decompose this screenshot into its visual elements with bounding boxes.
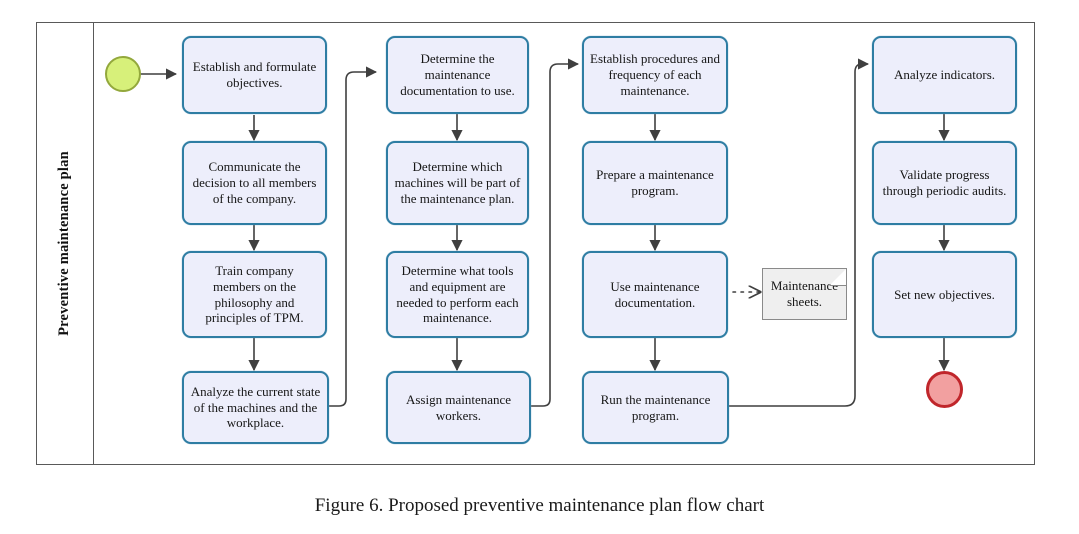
task-establish-objectives[interactable]: Establish and formulate objectives. [182, 36, 327, 114]
end-event[interactable] [926, 371, 963, 408]
data-object-maintenance-sheets[interactable]: Maintenance sheets. [762, 268, 847, 320]
task-assign-workers[interactable]: Assign maintenance workers. [386, 371, 531, 444]
figure-caption: Figure 6. Proposed preventive maintenanc… [0, 495, 1079, 517]
task-determine-machines[interactable]: Determine which machines will be part of… [386, 141, 529, 225]
task-determine-documentation[interactable]: Determine the maintenance documentation … [386, 36, 529, 114]
task-label: Train company members on the philosophy … [205, 262, 304, 326]
figure-caption-text: Figure 6. Proposed preventive maintenanc… [314, 495, 765, 516]
task-set-new-objectives[interactable]: Set new objectives. [872, 251, 1017, 338]
task-label: Use maintenance documentation. [610, 278, 700, 310]
task-label: Validate progress through periodic audit… [882, 167, 1007, 198]
task-train-members-tpm[interactable]: Train company members on the philosophy … [182, 251, 327, 338]
start-event[interactable] [105, 56, 141, 92]
task-label: Analyze the current state of the machine… [190, 383, 321, 431]
task-label: Communicate the decision to all members … [192, 159, 317, 206]
task-validate-progress[interactable]: Validate progress through periodic audit… [872, 141, 1017, 225]
task-label: Assign maintenance workers. [405, 391, 512, 423]
task-use-documentation[interactable]: Use maintenance documentation. [582, 251, 728, 338]
task-analyze-indicators[interactable]: Analyze indicators. [872, 36, 1017, 114]
task-label: Run the maintenance program. [600, 391, 711, 423]
task-label: Set new objectives. [894, 286, 995, 302]
task-label: Determine what tools and equipment are n… [396, 262, 519, 326]
task-label: Prepare a maintenance program. [596, 167, 714, 198]
task-label: Analyze indicators. [893, 67, 996, 83]
data-object-label: Maintenance sheets. [770, 278, 839, 309]
lane-label-text: Preventive maintenance plan [56, 151, 73, 336]
lane-divider [93, 22, 94, 465]
task-label: Determine which machines will be part of… [394, 159, 521, 206]
task-establish-procedures[interactable]: Establish procedures and frequency of ea… [582, 36, 728, 114]
task-prepare-program[interactable]: Prepare a maintenance program. [582, 141, 728, 225]
task-label: Establish procedures and frequency of ea… [590, 51, 720, 98]
task-determine-tools[interactable]: Determine what tools and equipment are n… [386, 251, 529, 338]
lane-label: Preventive maintenance plan [36, 22, 93, 465]
task-label: Establish and formulate objectives. [192, 59, 317, 90]
task-communicate-decision[interactable]: Communicate the decision to all members … [182, 141, 327, 225]
task-analyze-current-state[interactable]: Analyze the current state of the machine… [182, 371, 329, 444]
document-fold-icon [829, 268, 847, 286]
task-run-program[interactable]: Run the maintenance program. [582, 371, 729, 444]
task-label: Determine the maintenance documentation … [400, 51, 515, 98]
